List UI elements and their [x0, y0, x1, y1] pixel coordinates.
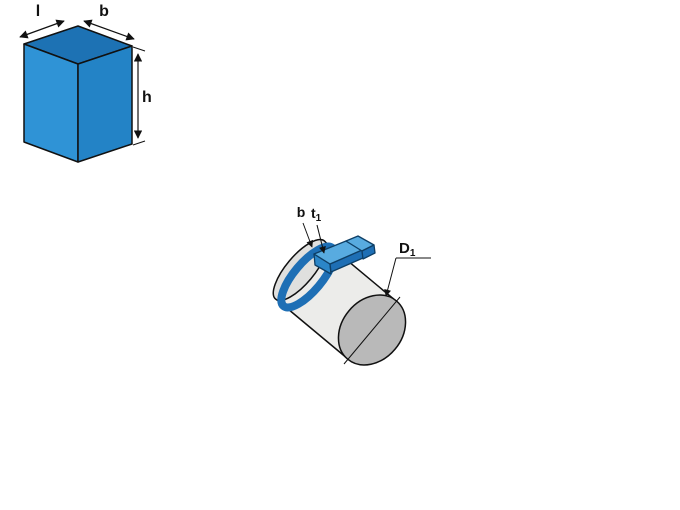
- key-block-front-face: [23, 43, 79, 163]
- shaft-figure: b t1 D1: [272, 204, 431, 366]
- dimension-line-b: [83, 19, 135, 41]
- key-block-side-face: [77, 45, 133, 163]
- dimension-label-t1: t1: [311, 205, 322, 224]
- dimension-line-l: [19, 19, 65, 39]
- dimension-ext-bottom-h: [132, 140, 146, 146]
- leader-line-t1: [316, 224, 326, 254]
- shaft-diameter-line: [343, 296, 401, 365]
- key-in-keyway: [313, 235, 376, 275]
- dimension-label-b: b: [99, 3, 109, 20]
- leader-line-b: [302, 222, 314, 248]
- dimension-label-d1: D1: [399, 240, 416, 259]
- dimension-ext-top-h: [132, 46, 146, 52]
- keyway-dimensions: b t1: [297, 204, 326, 254]
- dimension-label-h: h: [142, 89, 152, 106]
- key-block-figure: l b h: [19, 3, 152, 163]
- dimension-label-b-key: b: [297, 204, 306, 220]
- d1-leader-line: [384, 257, 397, 297]
- diameter-dimension: D1: [384, 240, 431, 297]
- key-head-front: [361, 244, 376, 260]
- dimension-label-l: l: [36, 3, 40, 20]
